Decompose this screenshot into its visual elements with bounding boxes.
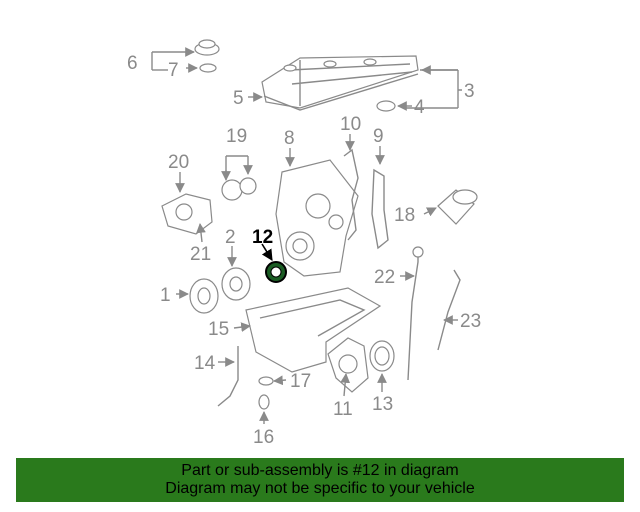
callout-6: 6 <box>127 53 138 74</box>
diagram-notice-banner: Part or sub-assembly is #12 in diagram D… <box>16 458 624 502</box>
part-timing-gasket <box>343 148 359 241</box>
part-valve-cover <box>261 55 419 109</box>
part-timing-pulley <box>221 267 251 301</box>
part-cap-gasket <box>199 63 217 73</box>
callout-18: 18 <box>394 205 415 226</box>
callout-5: 5 <box>233 88 244 109</box>
banner-line-part-number: Part or sub-assembly is #12 in diagram <box>181 462 459 479</box>
callout-8: 8 <box>284 128 295 149</box>
part-oil-pan <box>245 287 382 373</box>
callout-13: 13 <box>372 394 393 415</box>
part-drain-plug <box>258 394 270 410</box>
part-rear-seal-retainer <box>327 337 369 393</box>
part-drain-plug-gasket <box>258 376 274 386</box>
callout-14: 14 <box>194 353 216 374</box>
part-oil-filter <box>437 189 478 225</box>
part-oil-pickup <box>217 346 239 407</box>
engine-parts-diagram: 6 7 3 4 5 8 10 9 19 20 18 21 2 12 22 1 2… <box>127 39 481 448</box>
part-cover-gasket <box>371 168 389 250</box>
callout-3: 3 <box>464 81 475 102</box>
part-dipstick-tube <box>437 269 461 351</box>
callout-21: 21 <box>190 244 211 265</box>
dipstick-handle <box>412 246 424 258</box>
callout-19: 19 <box>226 126 247 147</box>
part-dipstick <box>407 250 419 381</box>
callout-10: 10 <box>340 114 361 135</box>
part-timing-cover <box>275 159 359 277</box>
callout-17: 17 <box>290 371 311 392</box>
part-oil-filler-cap <box>194 39 220 56</box>
callout-20: 20 <box>168 152 189 173</box>
part-thermostat <box>221 177 257 201</box>
part-valve-cover-gasket <box>263 73 419 111</box>
callout-11: 11 <box>333 399 353 420</box>
part-water-pump <box>161 193 213 235</box>
banner-line-disclaimer: Diagram may not be specific to your vehi… <box>165 480 475 497</box>
part-front-crank-seal <box>265 261 287 283</box>
callout-23: 23 <box>460 311 481 332</box>
callout-7: 7 <box>168 60 179 81</box>
callout-22: 22 <box>374 267 395 288</box>
callout-4: 4 <box>414 97 425 118</box>
callout-2: 2 <box>225 227 236 248</box>
part-rear-main-seal <box>369 340 395 372</box>
part-grommet <box>376 100 396 112</box>
callout-16: 16 <box>253 427 274 448</box>
callout-15: 15 <box>208 319 229 340</box>
callout-12-highlighted: 12 <box>252 227 273 248</box>
callout-9: 9 <box>373 126 384 147</box>
callout-1: 1 <box>160 285 171 306</box>
leader-lines <box>151 52 462 424</box>
part-crank-pulley <box>189 278 219 314</box>
